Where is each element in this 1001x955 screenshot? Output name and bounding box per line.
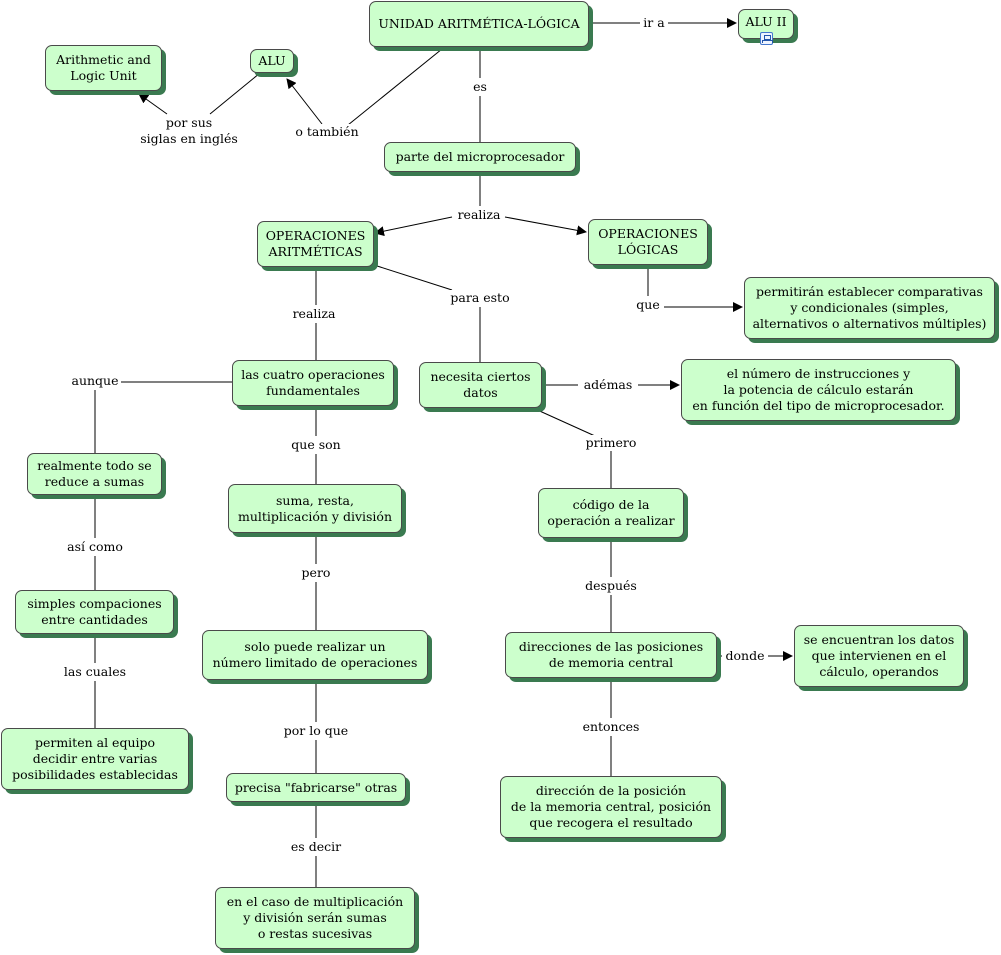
concept-direccion-de-la-posicion: dirección de la posición de la memoria c… [500,776,722,838]
concept-suma-resta: suma, resta, multiplicación y división [228,484,402,533]
concept-codigo-de-la-operacion: código de la operación a realizar [538,488,684,538]
concept-simples-compaciones: simples compaciones entre cantidades [15,590,174,634]
link-label-por-lo-que: por lo que [281,723,351,739]
link-label-por-sus-siglas: por sus siglas en inglés [138,115,240,147]
concept-unidad-aritmetica-logica: UNIDAD ARITMÉTICA-LÓGICA [369,1,589,47]
link-label-realiza-top: realiza [455,207,503,223]
link-label-las-cuales: las cuales [61,664,129,680]
concept-precisa-fabricarse: precisa "fabricarse" otras [226,773,406,802]
link-label-pero: pero [299,565,333,581]
link-label-para-esto: para esto [448,290,512,306]
link-label-primero: primero [583,435,639,451]
concept-permiten-al-equipo: permiten al equipo decidir entre varias … [1,728,189,790]
link-label-ademas: adémas [581,377,635,393]
link-label-asi-como: así como [65,539,125,555]
link-label-despues: después [583,578,639,594]
concept-operaciones-aritmeticas: OPERACIONES ARITMÉTICAS [257,221,374,267]
alu-ii-label: ALU II [745,14,787,29]
concept-caso-de-multiplicacion: en el caso de multiplicación y división … [215,887,415,949]
link-label-donde: donde [723,648,767,664]
concept-reduce-a-sumas: realmente todo se reduce a sumas [27,453,162,495]
concept-alu-ii[interactable]: ALU II [738,9,794,45]
link-label-realiza: realiza [290,306,338,322]
concept-parte-del-microprocesador: parte del microprocesador [384,142,576,172]
concept-alu: ALU [250,49,294,73]
concept-operaciones-logicas: OPERACIONES LÓGICAS [588,219,708,265]
link-label-ir-a: ir a [641,15,667,31]
link-label-es-decir: es decir [288,839,344,855]
concept-numero-de-instrucciones: el número de instrucciones y la potencia… [681,359,956,421]
link-label-aunque: aunque [69,373,121,389]
link-label-que: que [634,297,662,313]
concept-solo-puede-realizar: solo puede realizar un número limitado d… [202,630,428,680]
link-label-o-tambien: o también [293,124,361,140]
resource-link-icon[interactable] [760,32,773,45]
concept-arithmetic-and-logic-unit: Arithmetic and Logic Unit [45,45,162,91]
link-label-es: es [471,79,489,95]
concept-necesita-ciertos-datos: necesita ciertos datos [419,362,542,408]
link-label-entonces: entonces [580,719,642,735]
link-label-que-son: que son [289,437,343,453]
concept-cuatro-operaciones: las cuatro operaciones fundamentales [232,360,394,406]
concept-se-encuentran-los-datos: se encuentran los datos que intervienen … [794,625,964,687]
concept-direcciones-de-las-posiciones: direcciones de las posiciones de memoria… [505,632,717,678]
concept-permitiran-establecer: permitirán establecer comparativas y con… [744,277,995,339]
